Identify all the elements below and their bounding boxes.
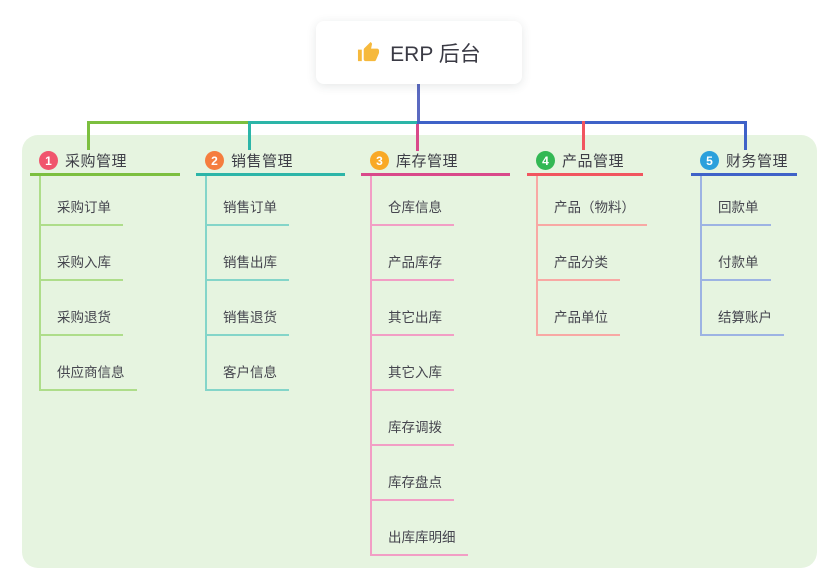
branch-label: 财务管理 [726,153,789,170]
connector-drop-sales [248,121,251,150]
child-node[interactable]: 产品（物料） [538,176,647,226]
connector-drop-inventory [416,124,419,151]
child-node[interactable]: 采购入库 [41,226,123,281]
connector-drop-purchase [87,121,90,150]
child-node[interactable]: 产品分类 [538,226,620,281]
branch-number-badge: 4 [536,151,555,170]
root-title: ERP 后台 [390,42,481,66]
child-node[interactable]: 库存盘点 [372,446,454,501]
child-node[interactable]: 供应商信息 [41,336,137,391]
branch-header-purchase[interactable]: 1 采购管理 [30,148,180,176]
child-node[interactable]: 仓库信息 [372,176,454,226]
thumbs-up-icon [357,41,380,64]
child-node[interactable]: 销售订单 [207,176,289,226]
branch-number-badge: 1 [39,151,58,170]
child-node[interactable]: 销售退货 [207,281,289,336]
connector-drop-product [582,121,585,150]
connector-root-drop [417,84,420,124]
branch-inventory: 3 库存管理 仓库信息 产品库存 其它出库 其它入库 库存调拨 库存盘点 出库库… [361,148,510,556]
branch-header-product[interactable]: 4 产品管理 [527,148,643,176]
branch-label: 库存管理 [396,153,459,170]
child-node[interactable]: 付款单 [702,226,771,281]
child-node[interactable]: 其它出库 [372,281,454,336]
branch-children: 产品（物料） 产品分类 产品单位 [536,176,647,336]
branch-label: 采购管理 [65,153,128,170]
connector-bus-sales [248,121,418,124]
child-node[interactable]: 客户信息 [207,336,289,391]
branch-label: 销售管理 [231,153,294,170]
child-node[interactable]: 其它入库 [372,336,454,391]
child-node[interactable]: 采购退货 [41,281,123,336]
branch-purchase: 1 采购管理 采购订单 采购入库 采购退货 供应商信息 [30,148,180,391]
child-node[interactable]: 产品单位 [538,281,620,336]
branch-header-finance[interactable]: 5 财务管理 [691,148,797,176]
child-node[interactable]: 出库库明细 [372,501,468,556]
child-node[interactable]: 产品库存 [372,226,454,281]
child-node[interactable]: 销售出库 [207,226,289,281]
branch-product: 4 产品管理 产品（物料） 产品分类 产品单位 [527,148,647,336]
connector-drop-finance [744,121,747,150]
branch-label: 产品管理 [562,153,625,170]
root-node[interactable]: ERP 后台 [316,21,522,84]
child-node[interactable]: 库存调拨 [372,391,454,446]
branch-header-sales[interactable]: 2 销售管理 [196,148,345,176]
branch-children: 仓库信息 产品库存 其它出库 其它入库 库存调拨 库存盘点 出库库明细 [370,176,510,556]
branch-sales: 2 销售管理 销售订单 销售出库 销售退货 客户信息 [196,148,345,391]
child-node[interactable]: 采购订单 [41,176,123,226]
branch-children: 销售订单 销售出库 销售退货 客户信息 [205,176,345,391]
branch-number-badge: 5 [700,151,719,170]
branch-children: 采购订单 采购入库 采购退货 供应商信息 [39,176,180,391]
branch-number-badge: 2 [205,151,224,170]
connector-bus-purchase [87,121,249,124]
child-node[interactable]: 结算账户 [702,281,784,336]
branch-children: 回款单 付款单 结算账户 [700,176,797,336]
branch-finance: 5 财务管理 回款单 付款单 结算账户 [691,148,797,336]
child-node[interactable]: 回款单 [702,176,771,226]
branch-number-badge: 3 [370,151,389,170]
branches-panel [22,135,817,568]
branch-header-inventory[interactable]: 3 库存管理 [361,148,510,176]
